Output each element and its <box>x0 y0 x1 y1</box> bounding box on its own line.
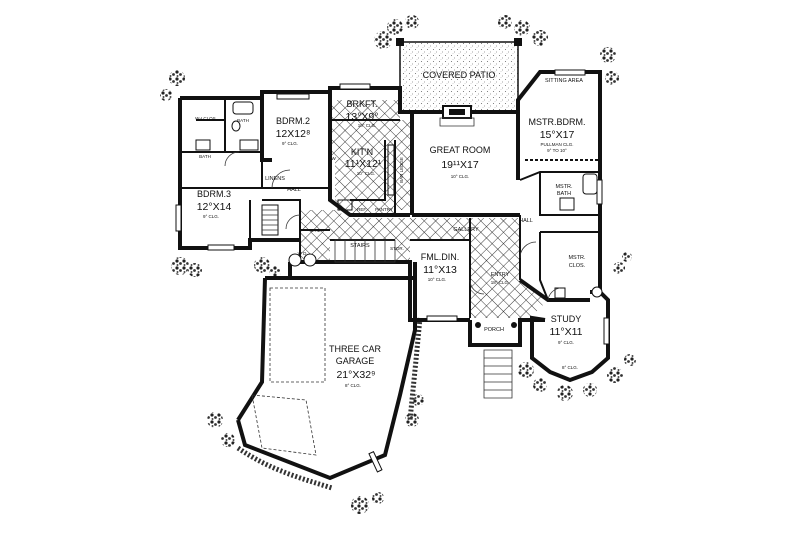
svg-text:MSTR.: MSTR. <box>555 184 573 190</box>
svg-text:GARAGE: GARAGE <box>336 356 375 366</box>
room-label-bdrm2: BDRM.2 12X12⁸ 9° CLG. <box>276 116 311 146</box>
svg-text:STUDY: STUDY <box>551 314 582 324</box>
label-stairs: STAIRS <box>350 243 370 249</box>
svg-text:GREAT ROOM: GREAT ROOM <box>430 145 491 155</box>
svg-text:9° TO 10°: 9° TO 10° <box>547 148 567 153</box>
svg-text:9° CLG.: 9° CLG. <box>558 340 574 345</box>
label-hall-left: HALL <box>287 187 301 193</box>
room-label-study: STUDY 11°X11 9° CLG. <box>549 314 582 345</box>
minor-labels: HALL HALL LINENS GALLERY ENTRY 18° CLG. … <box>195 116 578 370</box>
svg-text:MSTR.BDRM.: MSTR.BDRM. <box>529 117 586 127</box>
label-bar-ledge: BAR LEDGE <box>399 157 404 183</box>
svg-text:11°X13: 11°X13 <box>423 264 457 276</box>
svg-text:11¹X12¹: 11¹X12¹ <box>345 158 382 170</box>
room-label-bdrm3: BDRM.3 12°X14 9° CLG. <box>197 189 232 219</box>
svg-text:CLOS.: CLOS. <box>569 263 586 269</box>
room-label-fml-din: FML.DIN. 11°X13 10° CLG. <box>421 252 460 282</box>
svg-text:SITTING AREA: SITTING AREA <box>545 78 583 84</box>
svg-text:8° CLG.: 8° CLG. <box>345 383 361 388</box>
label-study-bay-clg: 8° CLG. <box>562 365 578 370</box>
label-pantry: PANTRY <box>375 207 393 212</box>
svg-text:19¹¹X17: 19¹¹X17 <box>441 159 479 171</box>
svg-text:10° CLG.: 10° CLG. <box>357 171 376 176</box>
svg-text:10° CLG.: 10° CLG. <box>428 277 447 282</box>
room-label-garage: THREE CAR GARAGE 21°X32⁹ 8° CLG. <box>329 344 382 388</box>
label-bath-a: BATH <box>237 118 249 123</box>
room-label-sitting-area: SITTING AREA <box>545 78 583 84</box>
svg-text:BDRM.3: BDRM.3 <box>197 189 231 199</box>
svg-text:10° CLG.: 10° CLG. <box>358 123 377 128</box>
label-stor: STOR. <box>390 246 404 251</box>
landscaping <box>160 15 636 514</box>
windows <box>175 69 610 473</box>
label-bath-b: BATH <box>199 154 211 159</box>
svg-text:9° CLG.: 9° CLG. <box>282 141 298 146</box>
svg-text:COVERED PATIO: COVERED PATIO <box>423 70 496 80</box>
svg-text:15°X17: 15°X17 <box>540 129 575 141</box>
doors <box>224 151 561 301</box>
label-entry-clg: 18° CLG. <box>491 280 510 285</box>
room-label-mstr-clos: MSTR. CLOS. <box>568 255 586 269</box>
room-label-great-room: GREAT ROOM 19¹¹X17 10° CLG. <box>430 145 491 179</box>
garage-doors <box>251 287 326 456</box>
label-entry: ENTRY <box>491 272 510 278</box>
svg-text:BATH: BATH <box>557 191 571 197</box>
svg-text:BRKFT.: BRKFT. <box>346 99 377 109</box>
svg-text:11°X11: 11°X11 <box>549 326 582 338</box>
covered-patio-area <box>396 38 522 113</box>
svg-text:MSTR.: MSTR. <box>568 255 586 261</box>
svg-text:KIT'N: KIT'N <box>351 147 373 157</box>
room-label-covered-patio: COVERED PATIO <box>423 70 496 80</box>
label-wi-clos: W-I CLOS. <box>195 116 217 121</box>
label-linens: LINENS <box>265 176 285 182</box>
label-util: UTIL. <box>310 228 321 233</box>
label-wd: W D <box>298 251 307 256</box>
room-label-mstr-bath: MSTR. BATH <box>555 184 573 197</box>
label-gallery: GALLERY <box>453 227 479 233</box>
svg-text:THREE CAR: THREE CAR <box>329 344 382 354</box>
fireplace <box>439 105 475 127</box>
svg-text:12°X14: 12°X14 <box>197 201 232 213</box>
label-hall-right: HALL <box>519 218 533 224</box>
svg-text:9° CLG.: 9° CLG. <box>203 214 219 219</box>
tile-floor <box>300 100 548 318</box>
shrub-group-front <box>405 354 636 427</box>
svg-text:10° CLG.: 10° CLG. <box>451 174 470 179</box>
room-label-kitn: KIT'N 11¹X12¹ 10° CLG. <box>345 147 382 176</box>
room-label-brkft: BRKFT. 13°X9° 10° CLG. <box>346 99 379 128</box>
label-porch: PORCH <box>484 327 504 333</box>
svg-text:FML.DIN.: FML.DIN. <box>421 252 460 262</box>
svg-text:PULLMAN CLG.: PULLMAN CLG. <box>540 142 573 147</box>
fixtures <box>195 101 603 299</box>
shrub-group-left <box>160 70 384 514</box>
porch-steps <box>475 322 517 399</box>
shrub-group-top <box>374 15 632 274</box>
svg-text:21°X32⁹: 21°X32⁹ <box>336 369 375 381</box>
svg-text:BDRM.2: BDRM.2 <box>276 116 310 126</box>
label-dw: DW <box>328 156 336 161</box>
room-label-mstr-bdrm: MSTR.BDRM. 15°X17 PULLMAN CLG. 9° TO 10° <box>529 117 586 153</box>
label-ref: REF. <box>357 207 367 212</box>
svg-text:13°X9°: 13°X9° <box>346 111 379 123</box>
svg-text:12X12⁸: 12X12⁸ <box>276 128 311 140</box>
